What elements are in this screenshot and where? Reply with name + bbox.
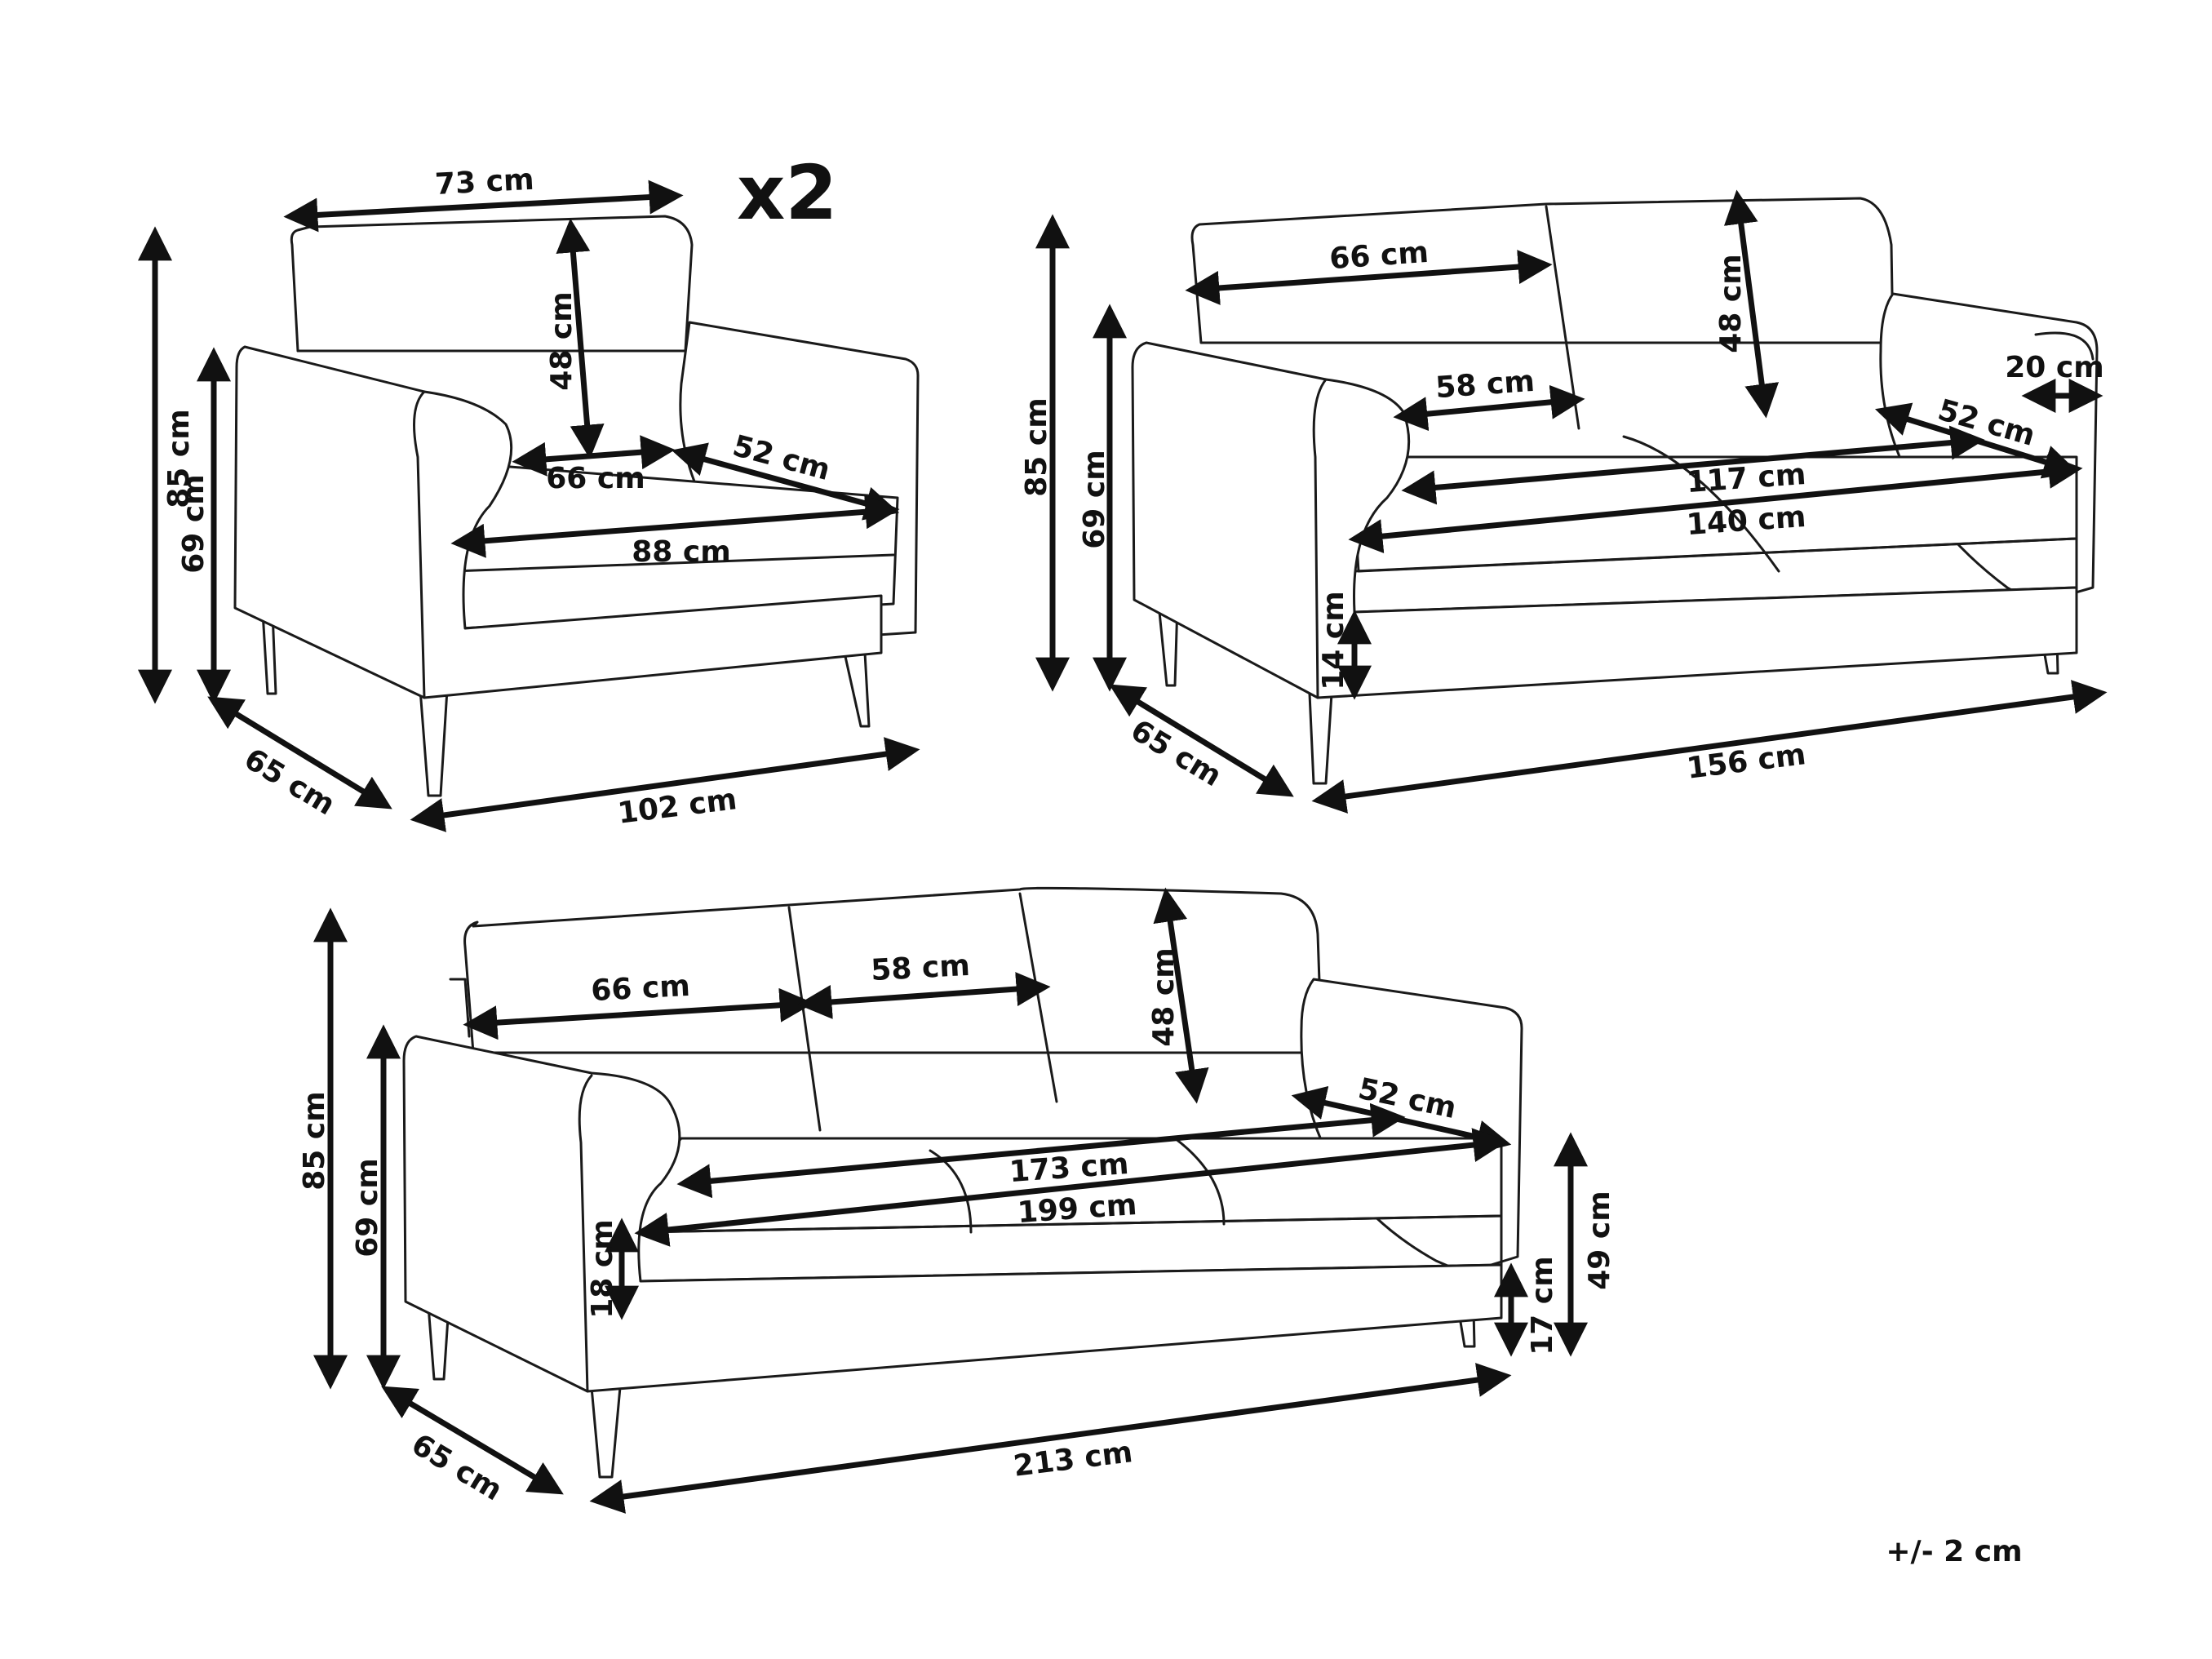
loveseat-arm-width-label: 20 cm [2005, 351, 2103, 384]
loveseat-arm-front-edge [1312, 378, 1328, 699]
sofa-cushion-middle-label: 58 cm [870, 949, 970, 987]
loveseat-seat-cushion-label: 58 cm [1434, 365, 1536, 405]
armchair-leg-back-left [261, 610, 277, 695]
tolerance-note: +/- 2 cm [1886, 1535, 2022, 1568]
loveseat-dim-width [1311, 680, 2108, 814]
sofa-dim-width [589, 1363, 1512, 1514]
loveseat-dim-seat-cushion [1393, 384, 1585, 432]
armchair-dim-width-top [283, 180, 684, 233]
sofa-leg-back-left [427, 1304, 450, 1381]
sofa-arm-front-edge [578, 1074, 593, 1393]
armchair-quantity-label: x2 [737, 149, 837, 237]
sofa-height-label: 85 cm [298, 1091, 331, 1190]
sofa-dim-cushion-middle [797, 972, 1051, 1019]
sofa-dim-depth [381, 1386, 564, 1495]
loveseat-cushion-width-label: 66 cm [1328, 236, 1430, 276]
sofa-dimensions [313, 887, 1588, 1514]
sofa-back-left-edge [449, 978, 471, 1038]
armchair-back-height-label: 48 cm [545, 291, 578, 390]
loveseat-arm-height-label: 69 cm [1078, 450, 1111, 548]
loveseat-seat-width-label: 117 cm [1686, 458, 1807, 499]
armchair-inner-width-label: 88 cm [632, 535, 730, 569]
loveseat-backrest [1190, 197, 1895, 344]
sofa-dim-cushion-outer [463, 987, 814, 1040]
loveseat-leg-front [1308, 692, 1333, 785]
armchair-dim-back-height [556, 218, 605, 459]
armchair-arm-front-edge [413, 390, 426, 699]
loveseat-dimensions [1035, 189, 2108, 814]
sofa-back-height-label: 48 cm [1147, 947, 1181, 1046]
sofa-cushion-outer-label: 66 cm [590, 969, 690, 1008]
loveseat-dim-depth [1109, 684, 1294, 797]
armchair-dim-depth [207, 696, 392, 810]
sofa-inner-width-label: 199 cm [1017, 1188, 1138, 1230]
armchair-backrest [290, 215, 694, 353]
armchair-leg-right [843, 651, 871, 728]
sofa-dim-back-height [1153, 887, 1209, 1104]
armchair-dim-inner-width [450, 495, 900, 558]
sofa-arm-height-label: 69 cm [351, 1158, 384, 1257]
armchair-dim-width [410, 737, 920, 832]
loveseat-dim-cushion-width [1185, 250, 1553, 305]
loveseat-dim-inner-width [1348, 454, 2083, 554]
armchair-width-top-label: 73 cm [434, 163, 534, 202]
armchair-dimensions [138, 180, 920, 832]
sofa-leg-front [590, 1386, 622, 1479]
sofa-dim-inner-width [634, 1128, 1508, 1247]
armchair-seat-width-label: 66 cm [546, 462, 645, 495]
sofa-seat-width-label: 173 cm [1008, 1147, 1130, 1189]
sofa-leg-height-label: 17 cm [1526, 1256, 1559, 1355]
loveseat-back-height-label: 48 cm [1714, 254, 1748, 353]
loveseat-dim-back-height [1723, 189, 1780, 419]
sofa-seat-height-label: 49 cm [1583, 1191, 1616, 1289]
armchair-height-label: 85 cm [162, 409, 196, 508]
loveseat-height-label: 85 cm [1020, 397, 1053, 496]
loveseat-leg-height-label: 14 cm [1317, 591, 1350, 690]
loveseat-inner-width-label: 140 cm [1686, 500, 1807, 542]
armchair-depth-label: 65 cm [238, 743, 340, 823]
sofa-under-clearance-label: 18 cm [586, 1219, 619, 1318]
armchair-leg-front [419, 688, 449, 797]
sofa-depth-label: 65 cm [406, 1428, 508, 1508]
armchair-arm-height-label: 69 cm [177, 474, 211, 573]
armchair-dim-seat-width [512, 435, 676, 477]
loveseat-right-arm-top [2034, 331, 2095, 361]
